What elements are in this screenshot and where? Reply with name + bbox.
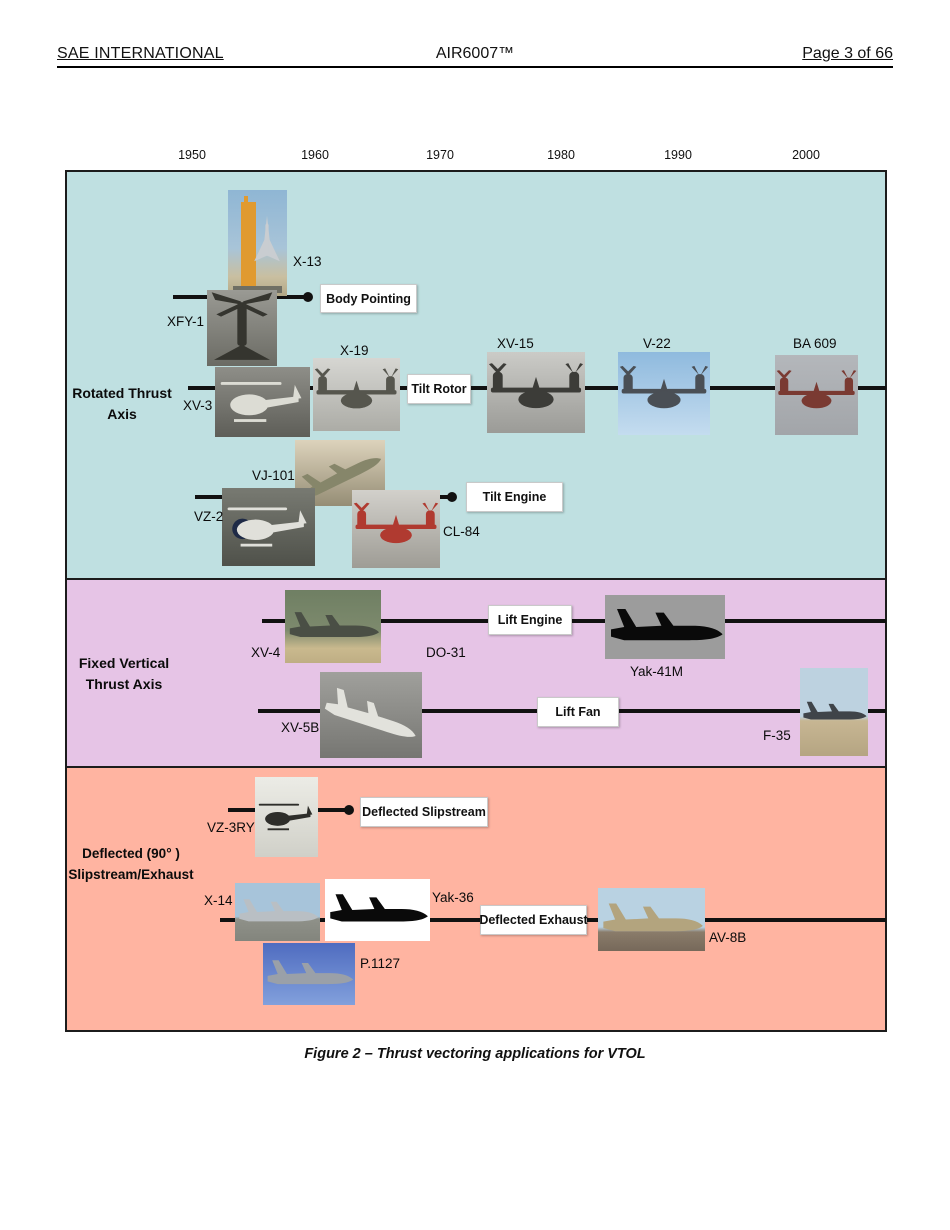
arrow-dot-tilt-engine [447,492,457,502]
category-box-lift-fan: Lift Fan [537,697,619,727]
v-22-photo [618,352,710,435]
category-box-lift-engine: Lift Engine [488,605,572,635]
yak-41m-label: Yak-41M [630,664,684,679]
xv-3-photo [215,367,310,437]
p-1127-photo [263,943,355,1005]
category-box-body-pointing: Body Pointing [320,284,417,313]
do-31-label: DO-31 [426,645,466,660]
xv-5b-label: XV-5B [281,720,320,735]
header-left: SAE INTERNATIONAL [57,45,224,62]
x-19-label: X-19 [340,343,369,358]
band-label-line: Deflected (90° ) [82,846,180,861]
band-label-deflected-slipstream-exhaust: Deflected (90° ) Slipstream/Exhaust [60,843,202,885]
ba-609-label: BA 609 [793,336,837,351]
band-label-line: Slipstream/Exhaust [68,867,194,882]
p-1127-label: P.1127 [360,956,401,971]
vj-101-label: VJ-101 [252,468,295,483]
arrow-dot-body-pointing [303,292,313,302]
vz-3ry-photo [255,777,318,857]
f-35-label: F-35 [763,728,791,743]
f-35-photo [800,668,868,756]
av-8b-label: AV-8B [709,930,747,945]
xv-4-label: XV-4 [251,645,281,660]
av-8b-photo [598,888,705,951]
year-label-1970: 1970 [426,148,454,162]
category-box-deflected-exhaust: Deflected Exhaust [479,905,588,935]
band-fixed-vertical-thrust-axis [67,580,885,768]
xfy-1-label: XFY-1 [167,314,205,329]
xfy-1-photo [207,290,277,366]
year-label-2000: 2000 [792,148,820,162]
category-box-tilt-engine: Tilt Engine [466,482,563,512]
band-rotated-thrust-axis [67,172,885,580]
band-label-line: Rotated Thrust [72,385,172,401]
band-label-line: Thrust Axis [85,676,163,692]
vz-2-label: VZ-2 [194,509,224,524]
year-label-1990: 1990 [664,148,692,162]
x-14-photo [235,883,320,941]
xv-15-label: XV-15 [497,336,534,351]
vz-2-photo [222,488,315,566]
header-rule [57,66,893,68]
ba-609-photo [775,355,858,435]
year-label-1980: 1980 [547,148,575,162]
band-label-rotated-thrust-axis: Rotated Thrust Axis [64,383,180,425]
x-14-label: X-14 [204,893,233,908]
band-label-fixed-vertical-thrust-axis: Fixed Vertical Thrust Axis [68,653,180,695]
x-13-label: X-13 [293,254,322,269]
yak-36-photo [325,879,430,941]
xv-5b-photo [320,672,422,758]
arrow-dot-deflected-slipstream [344,805,354,815]
timeline-lift-engine [262,619,886,623]
band-label-line: Axis [107,406,137,422]
year-label-1950: 1950 [178,148,206,162]
category-box-deflected-slipstream: Deflected Slipstream [360,797,488,827]
xv-4-photo [285,590,381,663]
v-22-label: V-22 [643,336,671,351]
xv-3-label: XV-3 [183,398,213,413]
figure-caption: Figure 2 – Thrust vectoring applications… [304,1046,646,1062]
cl-84-photo [352,490,440,568]
cl-84-label: CL-84 [443,524,480,539]
xv-15-photo [487,352,585,433]
vz-3ry-label: VZ-3RY [207,820,255,835]
header-title: AIR6007™ [435,45,515,62]
band-label-line: Fixed Vertical [78,655,170,671]
yak-36-label: Yak-36 [432,890,474,905]
year-label-1960: 1960 [301,148,329,162]
x-13-photo [228,190,287,296]
figure-chart [65,170,887,1032]
category-box-tilt-rotor: Tilt Rotor [407,374,471,404]
yak-41m-photo [605,595,725,659]
header-page-number: Page 3 of 66 [802,45,893,62]
x-19-photo [313,358,400,431]
